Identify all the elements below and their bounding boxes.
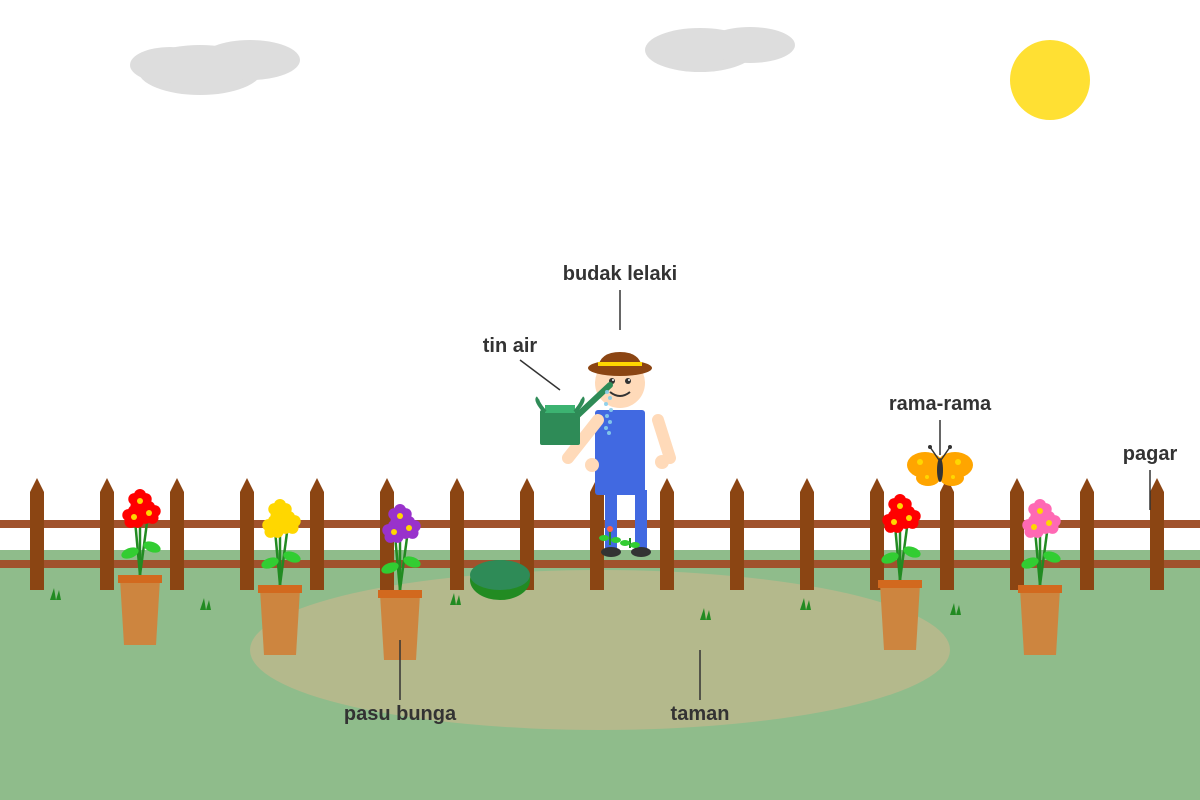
flower-blossom (388, 504, 412, 527)
leader-watering-can (519, 359, 561, 391)
leaf (121, 547, 139, 559)
water-stream (604, 390, 613, 435)
pot-body (260, 589, 300, 655)
label-watering-can: tin air (483, 335, 538, 357)
boy-leg-left (605, 490, 617, 550)
fence-post (170, 478, 184, 590)
watering-can-spout (575, 382, 613, 418)
boy-smile (609, 391, 631, 397)
flower-blossom (1028, 499, 1052, 522)
boy-overalls (595, 410, 645, 495)
pot-body (1020, 589, 1060, 655)
boy-hand-left (585, 458, 599, 472)
label-boy: budak lelaki (563, 263, 678, 285)
watering-can (535, 382, 613, 445)
fence-post (1150, 478, 1164, 590)
leaf (143, 541, 161, 553)
leaf (261, 557, 279, 569)
fence-post (1080, 478, 1094, 590)
label-fence: pagar (1123, 443, 1178, 465)
fence-post (520, 478, 534, 590)
flower-pot (258, 499, 302, 655)
fence-post (30, 478, 44, 590)
butterfly-antenna-right (940, 446, 951, 461)
boy-shoe-right (631, 547, 651, 557)
leaf (903, 546, 921, 558)
grass-tufts (50, 588, 961, 620)
leaf (1021, 557, 1039, 569)
pot-body (380, 594, 420, 660)
leaf (881, 552, 899, 564)
watering-can-body (540, 410, 580, 445)
flower-pot (118, 489, 162, 645)
flower-blossom (268, 499, 292, 522)
leaf (381, 562, 399, 574)
label-butterfly: rama-rama (889, 393, 992, 415)
butterfly-antenna-left (929, 446, 940, 461)
fence (0, 478, 1200, 590)
fence-post (100, 478, 114, 590)
hat-band (598, 362, 642, 366)
flower-blossom (128, 489, 152, 512)
boy (562, 352, 676, 557)
labels: budak lelaki tin air rama-rama pagar pas… (344, 263, 1178, 725)
leaf (283, 551, 301, 563)
flower-blossom (888, 494, 912, 517)
leaf (1043, 551, 1061, 563)
pot-rim (878, 580, 922, 588)
fence-post (310, 478, 324, 590)
seedlings (599, 526, 640, 548)
leaf (403, 556, 421, 568)
pot-body (120, 579, 160, 645)
fence-post (870, 478, 884, 590)
pot-rim (1018, 585, 1062, 593)
fence-post (660, 478, 674, 590)
boy-leg-right (635, 490, 647, 550)
bush-top (470, 560, 530, 590)
boy-arm-left (562, 414, 604, 464)
flower-pot (378, 504, 422, 660)
pot-body (880, 584, 920, 650)
boy-hand-right (655, 455, 669, 469)
pot-rim (378, 590, 422, 598)
boy-eye-right (625, 378, 631, 384)
fence-post (450, 478, 464, 590)
sun (1010, 40, 1090, 120)
pot-rim (258, 585, 302, 593)
fence-post (800, 478, 814, 590)
butterfly (907, 445, 973, 486)
garden-path (250, 570, 950, 730)
fence-post (1010, 478, 1024, 590)
cloud-left (130, 40, 300, 95)
pot-rim (118, 575, 162, 583)
label-flower-pot: pasu bunga (344, 703, 457, 725)
boy-shoe-left (601, 547, 621, 557)
fence-post (590, 478, 604, 590)
fence-post (240, 478, 254, 590)
fence-post (940, 478, 954, 590)
boy-arm-right (652, 414, 676, 464)
butterfly-body (937, 458, 943, 482)
cloud-right (645, 27, 795, 72)
flower-blossom (397, 516, 421, 539)
watering-can-handle (535, 396, 547, 414)
flower-pot (878, 494, 922, 650)
label-garden: taman (671, 703, 730, 725)
fence-post (730, 478, 744, 590)
flower-pot (1018, 499, 1062, 655)
